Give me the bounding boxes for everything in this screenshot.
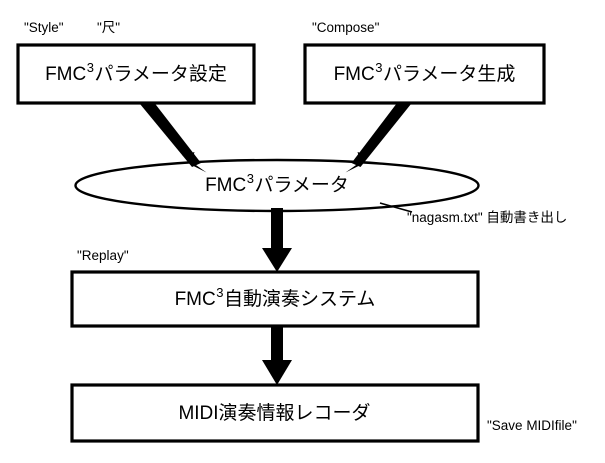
node-fmc3-parameter-settings-shape[interactable] xyxy=(16,43,256,105)
annotation-save-midifile: "Save MIDIfile" xyxy=(487,418,577,433)
annotation-replay: "Replay" xyxy=(77,248,129,263)
node-fmc3-parameter-shape[interactable] xyxy=(74,158,480,213)
annotation-style: "Style" xyxy=(24,20,64,35)
edge-system-to-recorder xyxy=(262,326,292,385)
leader-line-nagasm xyxy=(379,202,413,213)
edge-parameter-to-system xyxy=(262,208,292,272)
node-fmc3-parameter-generation-shape[interactable] xyxy=(303,43,546,105)
annotation-compose: "Compose" xyxy=(312,20,380,35)
annotation-nagasm-file: "nagasm.txt" 自動書き出し xyxy=(407,210,568,225)
annotation-shaku: "尺" xyxy=(97,20,121,35)
node-fmc3-auto-performance-system-shape[interactable] xyxy=(70,270,480,328)
edge-settings-to-parameter xyxy=(140,103,207,173)
node-midi-performance-recorder-shape[interactable] xyxy=(70,383,480,443)
edge-generation-to-parameter xyxy=(345,103,411,173)
